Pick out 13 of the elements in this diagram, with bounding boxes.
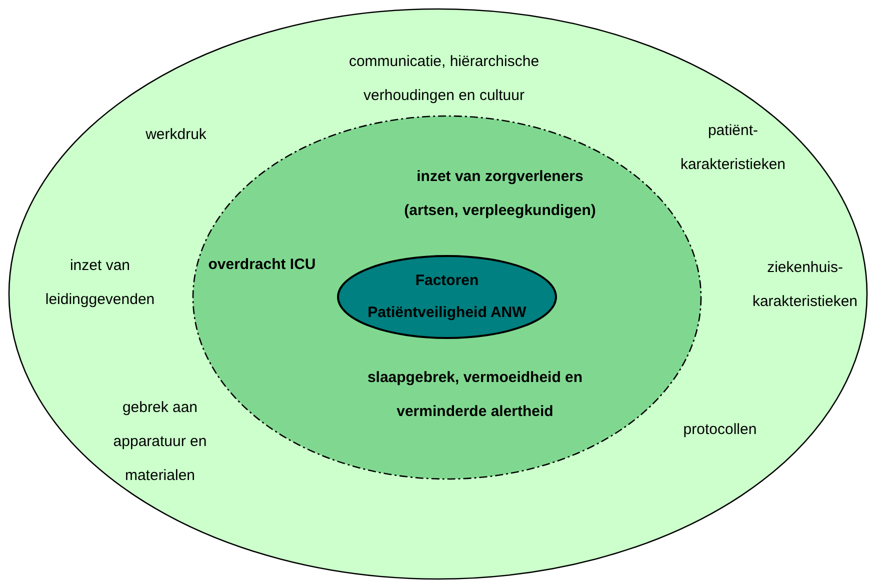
factor-label: overdracht ICU	[207, 255, 317, 275]
factor-label: inzet van leidinggevenden	[44, 256, 156, 310]
center-title: Factoren Patiëntveiligheid ANW	[366, 271, 528, 323]
factor-label: werkdruk	[144, 125, 208, 145]
factor-label: patiënt- karakteristieken	[679, 121, 787, 175]
factor-label: inzet van zorgverleners (artsen, verpleegkundigen)	[403, 167, 597, 221]
factor-label: protocollen	[682, 420, 758, 440]
factor-label: gebrek aan apparatuur en materialen	[112, 398, 208, 486]
factor-label: ziekenhuis- karakteristieken	[751, 258, 859, 312]
factor-label: communicatie, hiërarchische verhoudingen en cultuur	[348, 52, 540, 106]
outer-ellipse	[8, 8, 868, 580]
factor-label: slaapgebrek, vermoeidheid en verminderde alertheid	[366, 368, 584, 422]
center-ellipse	[337, 255, 557, 339]
